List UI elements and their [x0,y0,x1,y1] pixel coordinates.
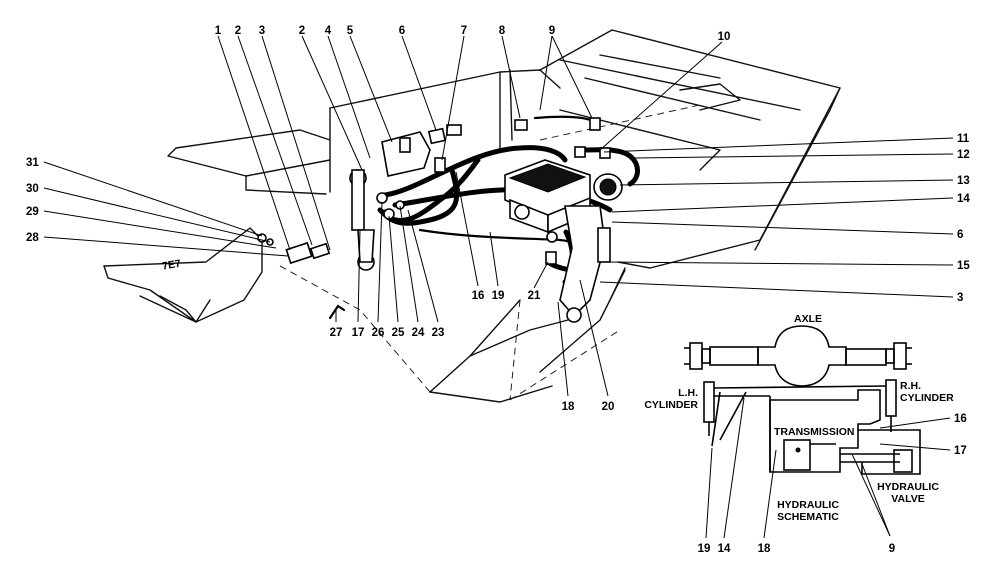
transmission-housing [769,389,881,473]
callouts-top: 1 2 3 2 4 5 6 7 8 9 10 [215,25,731,43]
callout: 2 [299,25,305,37]
callout: 1 [215,25,222,37]
callout: 30 [26,183,39,195]
callout: 13 [957,175,970,187]
callout: 15 [957,260,970,272]
control-valve-left [349,127,447,271]
callout: 9 [549,25,555,37]
hydraulic-valve [893,449,913,473]
callout: 16 [472,290,485,302]
left-cylinder-mount [257,233,346,320]
callout: 8 [499,25,506,37]
axle-label: AXLE [794,313,822,325]
axle [684,325,912,387]
lh-cylinder-label: L.H. [678,387,698,399]
callout: 14 [957,193,970,205]
callout: 6 [957,229,963,241]
lh-cylinder-label: CYLINDER [644,399,698,411]
callout: 3 [957,292,963,304]
callout: 24 [412,327,425,339]
transmission-label: TRANSMISSION [774,426,855,438]
callouts-left: 31 30 29 28 [26,157,39,244]
callout: 10 [718,31,731,43]
misc-fittings [376,117,611,265]
valve-loop [858,429,921,475]
schematic-title: HYDRAULIC [777,499,839,511]
rh-cylinder [885,379,897,417]
callout: 17 [352,327,365,339]
callout: 16 [954,413,967,425]
callout: 31 [26,157,39,169]
callout: 25 [392,327,405,339]
steering-arm [559,205,611,323]
callout: 20 [602,401,615,413]
callout: 2 [235,25,241,37]
hydraulic-schematic: AXLE L.H. CYLINDER R.H. CYLINDER TRANSMI… [644,313,966,555]
rh-cylinder-label: CYLINDER [900,392,954,404]
callout: 3 [259,25,265,37]
hydraulic-valve-label: VALVE [891,493,924,505]
callout: 28 [26,232,39,244]
callout: 18 [562,401,575,413]
rh-cylinder-label: R.H. [900,380,921,392]
hydraulic-valve-label: HYDRAULIC [877,481,939,493]
callout: 5 [347,25,354,37]
callout: 11 [957,133,970,145]
callout: 26 [372,327,385,339]
callout: 29 [26,206,39,218]
callout: 6 [399,25,405,37]
callouts-bottom: 27 17 26 25 24 23 16 19 21 18 20 [330,290,615,413]
callouts-right: 11 12 13 14 6 15 3 [957,133,970,304]
callout: 4 [325,25,332,37]
callout: 7 [461,25,467,37]
callout: 12 [957,149,970,161]
callout: 18 [758,543,771,555]
callout: 19 [492,290,505,302]
callout: 21 [528,290,541,302]
lh-cylinder [703,381,715,423]
callout: 19 [698,543,711,555]
transmission-block [783,439,811,471]
pump-motor [593,173,623,201]
schematic-title: SCHEMATIC [777,511,839,523]
callout: 27 [330,327,343,339]
plate-marking: 7E7 [161,258,182,273]
callout: 23 [432,327,445,339]
callout: 17 [954,445,967,457]
leader-lines [43,35,954,397]
hydraulic-valve-assembly [504,159,591,234]
callout: 9 [889,543,895,555]
callout: 14 [718,543,731,555]
